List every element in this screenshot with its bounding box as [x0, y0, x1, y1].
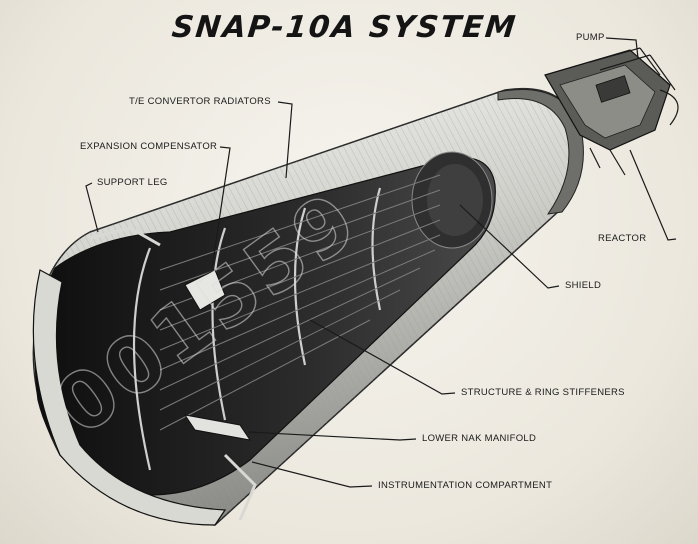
label-pump: PUMP — [576, 32, 605, 43]
reactor-assembly — [544, 47, 679, 176]
label-lower-nak-manifold: LOWER NaK MANIFOLD — [422, 433, 537, 444]
label-structure-ring-stiffeners: STRUCTURE & RING STIFFENERS — [461, 387, 625, 398]
diagram-title: SNAP-10A SYSTEM — [170, 10, 519, 45]
leader-lines — [85, 37, 677, 488]
label-support-leg: SUPPORT LEG — [97, 177, 168, 188]
cutaway-interior — [32, 151, 496, 526]
label-expansion-compensator: EXPANSION COMPENSATOR — [80, 141, 218, 152]
label-reactor: REACTOR — [598, 233, 647, 244]
label-te-convertor-radiators: T/E CONVERTOR RADIATORS — [129, 96, 271, 107]
label-instrumentation-compartment: INSTRUMENTATION COMPARTMENT — [378, 480, 553, 491]
label-shield: SHIELD — [565, 280, 602, 291]
